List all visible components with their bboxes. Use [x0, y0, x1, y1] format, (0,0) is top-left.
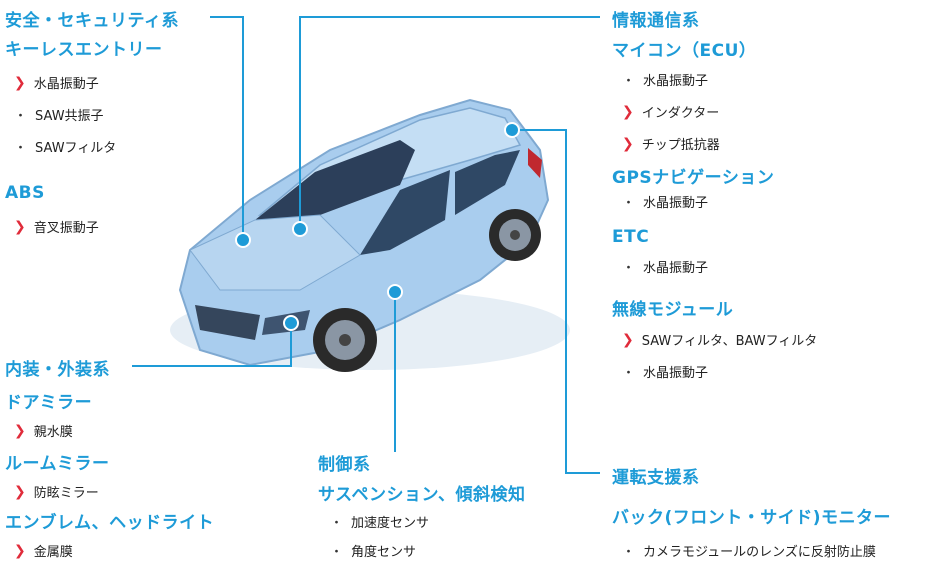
info-item-2: ❯ インダクター — [622, 102, 720, 122]
car-taillight — [528, 148, 542, 178]
car-grille — [195, 305, 260, 340]
wireless-item-1: ❯ SAWフィルタ、BAWフィルタ — [622, 330, 818, 350]
chevron-right-icon: ❯ — [622, 135, 634, 152]
info-item-3: ❯ チップ抵抗器 — [622, 134, 720, 154]
title-gps: GPSナビゲーション — [612, 168, 775, 188]
gps-item-1-label: 水晶振動子 — [643, 196, 709, 211]
leader-info — [299, 16, 600, 228]
title-etc: ETC — [612, 227, 650, 247]
leader-lines — [132, 16, 600, 474]
control-item-2-label: 角度センサ — [351, 545, 417, 560]
chevron-right-icon: ❯ — [14, 218, 26, 235]
info-item-1-label: 水晶振動子 — [643, 74, 709, 89]
control-item-2: ・ 角度センサ — [330, 541, 416, 560]
bullet-dot-icon: ・ — [622, 366, 636, 381]
safety-item-2: ・ SAW共振子 — [14, 105, 104, 124]
title-keyless-entry: キーレスエントリー — [5, 40, 163, 60]
title-door-mirror: ドアミラー — [5, 393, 93, 413]
title-back-monitor: バック(フロント・サイド)モニター — [612, 508, 892, 528]
title-interior: 内装・外装系 — [5, 360, 110, 380]
info-item-2-label: インダクター — [641, 106, 720, 121]
bullet-dot-icon: ・ — [14, 109, 28, 124]
control-item-1-label: 加速度センサ — [351, 516, 430, 531]
room-mirror-item-1: ❯ 防眩ミラー — [14, 482, 99, 502]
info-item-3-label: チップ抵抗器 — [641, 138, 720, 153]
wireless-item-2: ・ 水晶振動子 — [622, 362, 708, 381]
safety-item-1-label: 水晶振動子 — [33, 77, 99, 92]
chevron-right-icon: ❯ — [622, 103, 634, 120]
leader-drive — [512, 129, 600, 474]
title-info: 情報通信系 — [612, 11, 700, 31]
bullet-dot-icon: ・ — [14, 141, 28, 156]
car-wheel-front — [313, 308, 377, 372]
emblem-item-1-label: 金属膜 — [33, 545, 73, 560]
gps-item-1: ・ 水晶振動子 — [622, 192, 708, 211]
car-side-window-rear — [455, 150, 520, 215]
title-room-mirror: ルームミラー — [5, 454, 110, 474]
safety-item-1: ❯ 水晶振動子 — [14, 73, 99, 93]
marker-dot-interior — [283, 315, 299, 331]
control-item-1: ・ 加速度センサ — [330, 512, 429, 531]
title-safety: 安全・セキュリティ系 — [5, 11, 179, 31]
safety-item-3-label: SAWフィルタ — [35, 141, 117, 156]
bullet-dot-icon: ・ — [330, 516, 344, 531]
etc-item-1: ・ 水晶振動子 — [622, 257, 708, 276]
leader-safety — [210, 16, 244, 238]
title-ecu: マイコン（ECU） — [612, 41, 757, 61]
bullet-dot-icon: ・ — [622, 196, 636, 211]
marker-dots — [235, 122, 520, 331]
chevron-right-icon: ❯ — [14, 542, 26, 559]
marker-dot-safety — [235, 232, 251, 248]
marker-dot-control — [387, 284, 403, 300]
chevron-right-icon: ❯ — [14, 483, 26, 500]
room-mirror-item-1-label: 防眩ミラー — [33, 486, 99, 501]
info-item-1: ・ 水晶振動子 — [622, 70, 708, 89]
car-wheel-rear — [489, 209, 541, 261]
car-hood — [189, 214, 361, 291]
chevron-right-icon: ❯ — [14, 422, 26, 439]
chevron-right-icon: ❯ — [14, 74, 26, 91]
car-windshield — [255, 140, 415, 220]
chevron-right-icon: ❯ — [622, 331, 634, 348]
marker-dot-drive — [504, 122, 520, 138]
safety-item-3: ・ SAWフィルタ — [14, 137, 116, 156]
marker-dot-info — [292, 221, 308, 237]
door-mirror-item-1: ❯ 親水膜 — [14, 421, 73, 441]
title-wireless: 無線モジュール — [612, 300, 734, 320]
bullet-dot-icon: ・ — [622, 74, 636, 89]
title-drive-assist: 運転支援系 — [612, 468, 700, 488]
bullet-dot-icon: ・ — [330, 545, 344, 560]
bullet-dot-icon: ・ — [622, 261, 636, 276]
drive-item-1: ・ カメラモジュールのレンズに反射防止膜 — [622, 541, 876, 560]
wireless-item-1-label: SAWフィルタ、BAWフィルタ — [641, 334, 818, 349]
etc-item-1-label: 水晶振動子 — [643, 261, 709, 276]
title-emblem: エンブレム、ヘッドライト — [5, 513, 215, 533]
car-side-window-front — [360, 170, 450, 255]
door-mirror-item-1-label: 親水膜 — [33, 425, 73, 440]
abs-item-1-label: 音叉振動子 — [33, 221, 99, 236]
leader-interior — [132, 323, 292, 367]
title-abs: ABS — [5, 183, 45, 203]
title-control: 制御系 — [318, 455, 371, 475]
bullet-dot-icon: ・ — [622, 545, 636, 560]
abs-item-1: ❯ 音叉振動子 — [14, 217, 99, 237]
safety-item-2-label: SAW共振子 — [35, 109, 104, 124]
drive-item-1-label: カメラモジュールのレンズに反射防止膜 — [643, 545, 876, 560]
wireless-item-2-label: 水晶振動子 — [643, 366, 709, 381]
title-suspension: サスペンション、傾斜検知 — [318, 485, 526, 505]
emblem-item-1: ❯ 金属膜 — [14, 541, 73, 561]
